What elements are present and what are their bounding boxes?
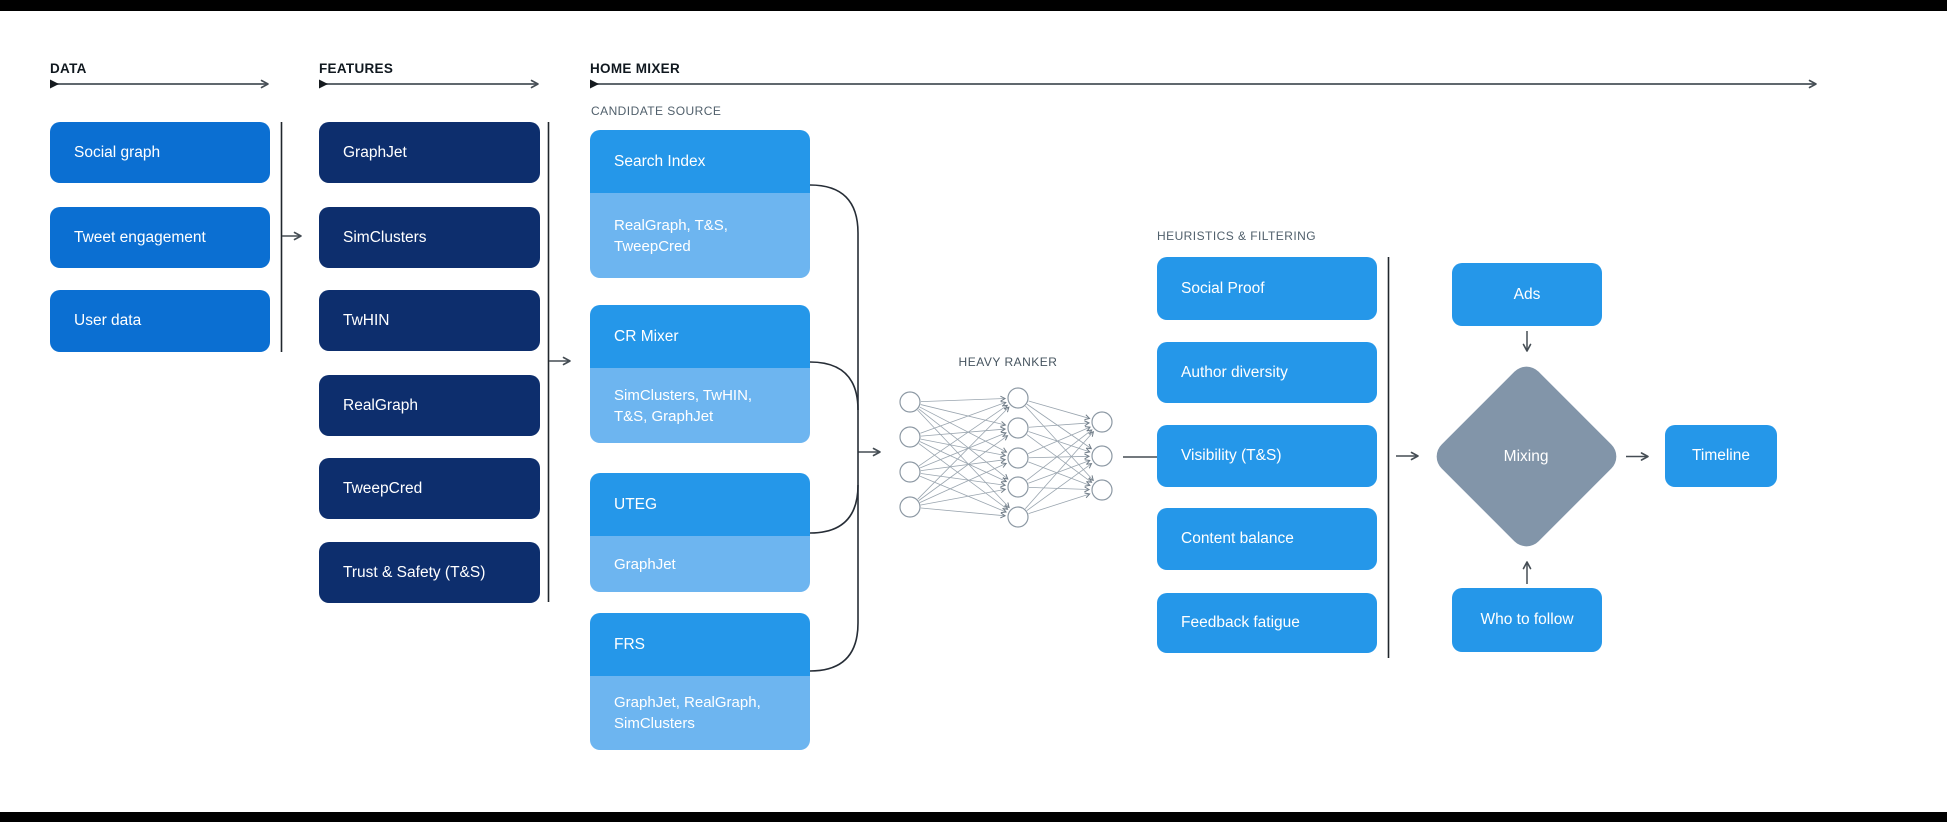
box-label: Who to follow: [1480, 611, 1574, 628]
section-title-data: DATA: [50, 61, 87, 76]
candidate-title: FRS: [590, 613, 810, 676]
heuristic-box-social-proof: Social Proof: [1157, 257, 1377, 320]
feature-box-tweepcred: TweepCred: [319, 458, 540, 519]
data-box-tweet-engagement: Tweet engagement: [50, 207, 270, 268]
box-label: FRS: [614, 635, 645, 653]
box-label: Visibility (T&S): [1181, 447, 1282, 464]
box-label: Social graph: [74, 143, 161, 161]
candidate-subsources: SimClusters, TwHIN, T&S, GraphJet: [590, 368, 810, 443]
timeline-box: Timeline: [1665, 425, 1777, 487]
connector-uteg: [809, 484, 859, 534]
box-sublabel: GraphJet, RealGraph, SimClusters: [614, 694, 761, 732]
heuristic-box-feedback-fatigue: Feedback fatigue: [1157, 593, 1377, 653]
box-label: GraphJet: [343, 143, 407, 161]
label-heuristics-filtering: HEURISTICS & FILTERING: [1157, 229, 1317, 243]
heuristic-box-author-diversity: Author diversity: [1157, 342, 1377, 403]
data-box-social-graph: Social graph: [50, 122, 270, 183]
box-label: RealGraph: [343, 396, 418, 414]
box-label: Author diversity: [1181, 363, 1288, 381]
heuristic-box-content-balance: Content balance: [1157, 508, 1377, 570]
candidate-title: CR Mixer: [590, 305, 810, 368]
candidate-source-connectors: [809, 184, 859, 672]
box-label: Social Proof: [1181, 279, 1265, 297]
box-label: Timeline: [1692, 447, 1750, 464]
box-label: User data: [74, 312, 142, 329]
feature-box-graphjet: GraphJet: [319, 122, 540, 183]
connector-frs: [809, 622, 859, 672]
candidate-title: UTEG: [590, 473, 810, 536]
top-black-bar: [0, 0, 1947, 11]
candidate-subsources: RealGraph, T&S, TweepCred: [590, 193, 810, 278]
box-label: Search Index: [614, 152, 706, 170]
box-sublabel: GraphJet: [614, 555, 676, 573]
candidate-subsources: GraphJet, RealGraph, SimClusters: [590, 676, 810, 750]
who-to-follow-box: Who to follow: [1452, 588, 1602, 652]
box-label: Trust & Safety (T&S): [343, 563, 486, 581]
label-heavy-ranker: HEAVY RANKER: [958, 355, 1058, 369]
label-candidate-source: CANDIDATE SOURCE: [591, 104, 722, 118]
candidate-box-uteg: UTEG GraphJet: [590, 473, 810, 592]
box-label: UTEG: [614, 495, 658, 513]
feature-box-simclusters: SimClusters: [319, 207, 540, 268]
section-title-home-mixer: HOME MIXER: [590, 61, 681, 76]
box-label: SimClusters: [343, 228, 427, 246]
feature-box-realgraph: RealGraph: [319, 375, 540, 436]
connector-search-index: [809, 184, 859, 234]
box-label: CR Mixer: [614, 327, 679, 345]
data-box-user-data: User data: [50, 290, 270, 352]
header-axis-arrows: [50, 79, 1817, 89]
section-title-features: FEATURES: [319, 61, 394, 76]
candidate-box-frs: FRS GraphJet, RealGraph, SimClusters: [590, 613, 810, 750]
box-label: Mixing: [1504, 447, 1549, 465]
ads-box: Ads: [1452, 263, 1602, 326]
box-sublabel: SimClusters, TwHIN, T&S, GraphJet: [614, 386, 753, 425]
connector-cr-mixer: [809, 361, 859, 411]
candidate-box-search-index: Search Index RealGraph, T&S, TweepCred: [590, 130, 810, 278]
bottom-black-bar: [0, 812, 1947, 822]
feature-box-twhin: TwHIN: [319, 290, 540, 351]
neural-network-graphic: [899, 387, 1113, 528]
box-sublabel: RealGraph, T&S, TweepCred: [614, 216, 728, 255]
box-label: Ads: [1513, 285, 1541, 303]
candidate-title: Search Index: [590, 130, 810, 193]
mixing-diamond: Mixing: [1429, 359, 1624, 554]
box-label: TweepCred: [343, 479, 423, 497]
box-label: Tweet engagement: [74, 228, 206, 246]
box-label: Content balance: [1181, 530, 1294, 547]
box-label: Feedback fatigue: [1181, 614, 1300, 631]
box-label: TwHIN: [343, 311, 390, 329]
candidate-box-cr-mixer: CR Mixer SimClusters, TwHIN, T&S, GraphJ…: [590, 305, 810, 443]
feature-box-trust-safety: Trust & Safety (T&S): [319, 542, 540, 603]
heuristic-box-visibility: Visibility (T&S): [1157, 425, 1377, 487]
candidate-subsources: GraphJet: [590, 536, 810, 592]
